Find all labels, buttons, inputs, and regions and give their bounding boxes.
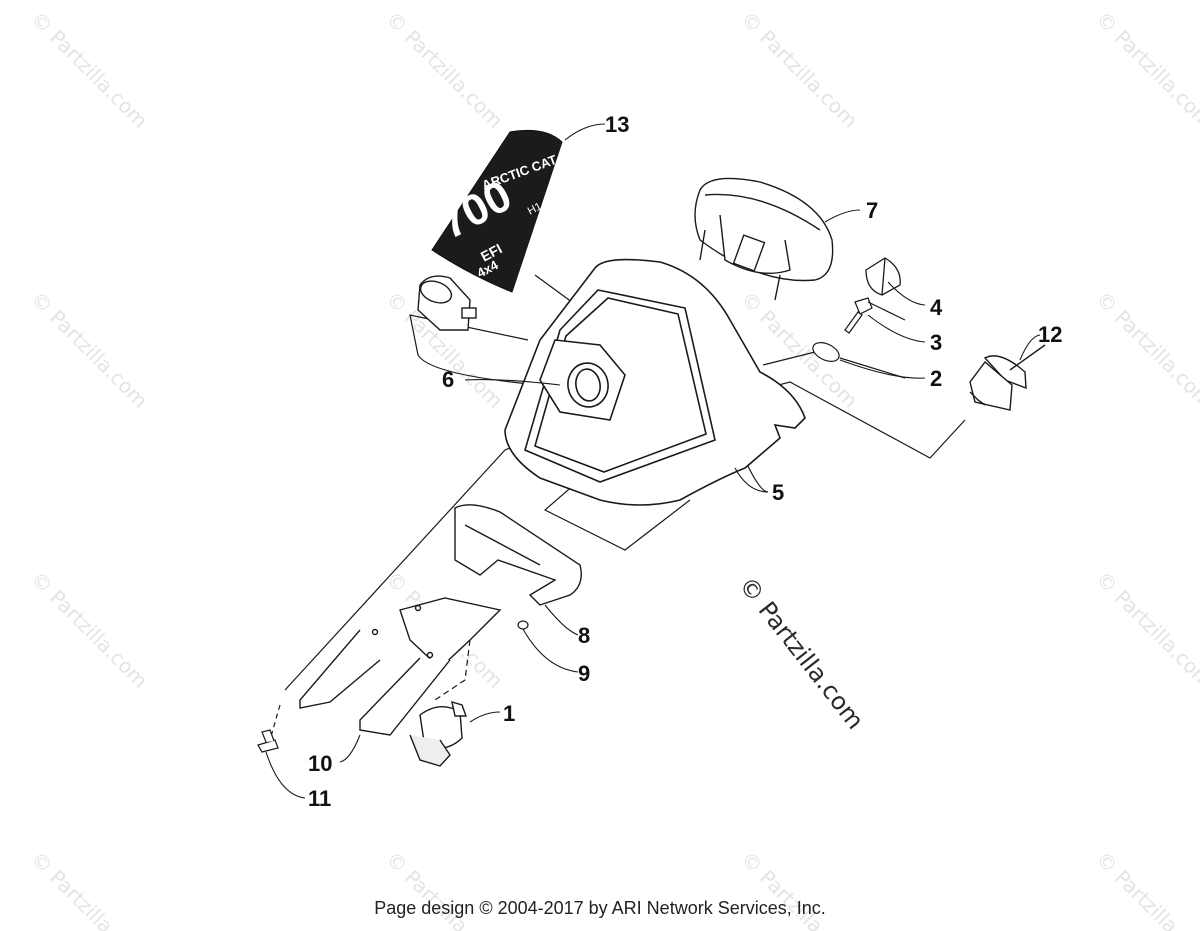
callout-3: 3 xyxy=(930,330,942,355)
decal-sup: H1 xyxy=(526,200,544,217)
leader-label-11 xyxy=(265,751,306,799)
leader-label-12 xyxy=(1019,334,1041,361)
watermark: © Partzilla.com xyxy=(26,567,152,693)
leader-label-2 xyxy=(839,359,926,379)
callout-7: 7 xyxy=(866,198,878,223)
part-5-housing xyxy=(504,258,806,506)
part-7-gauge xyxy=(694,177,834,301)
leader-label-3 xyxy=(867,314,926,343)
page-footer: Page design © 2004-2017 by ARI Network S… xyxy=(374,898,826,918)
watermark: © Partzilla.com xyxy=(1091,287,1200,413)
callout-13: 13 xyxy=(605,112,629,137)
watermark: © Partzilla.com xyxy=(381,7,507,133)
watermark: © Partzilla.com xyxy=(26,7,152,133)
callout-1: 1 xyxy=(503,701,515,726)
callout-6: 6 xyxy=(442,367,454,392)
label-leaders xyxy=(265,123,1041,799)
leader-label-4 xyxy=(887,281,926,306)
leader-label-1 xyxy=(469,711,501,723)
part-12-switch xyxy=(969,344,1046,411)
callouts: 13 7 4 3 2 12 5 6 8 9 1 10 11 xyxy=(308,112,1062,811)
part-6-socket xyxy=(417,275,477,331)
guide-2 xyxy=(762,351,816,366)
part-1-ignition xyxy=(409,700,467,767)
callout-4: 4 xyxy=(930,295,943,320)
watermark: © Partzilla.com xyxy=(1091,7,1200,133)
watermark: © Partzilla.com xyxy=(1091,567,1200,693)
callout-12: 12 xyxy=(1038,322,1062,347)
guide-dash-1 xyxy=(434,639,471,701)
watermark-center: © Partzilla.com xyxy=(733,571,869,734)
leader-6 xyxy=(409,314,541,386)
part-13-decal: ARCTIC CAT 700 H1 EFI 4x4 xyxy=(431,129,563,293)
part-10-bracket xyxy=(299,597,502,736)
callout-11: 11 xyxy=(308,786,331,811)
part-2-washer xyxy=(812,342,906,379)
part-8-plate xyxy=(454,504,582,606)
callout-9: 9 xyxy=(578,661,590,686)
callout-2: 2 xyxy=(930,366,942,391)
callout-8: 8 xyxy=(578,623,590,648)
leader-label-7 xyxy=(824,209,861,223)
leader-label-10 xyxy=(339,734,361,763)
callout-5: 5 xyxy=(772,480,784,505)
part-3-key xyxy=(844,297,906,334)
leader-label-6 xyxy=(464,379,561,386)
part-9-nut xyxy=(517,620,529,630)
watermark: © Partzilla.com xyxy=(26,287,152,413)
leader-label-9 xyxy=(522,628,579,673)
watermark: © Partzilla.com xyxy=(736,7,862,133)
part-11-screw xyxy=(257,729,279,753)
leader-label-13 xyxy=(564,123,606,141)
leader-label-5 xyxy=(734,467,769,493)
leader-label-8 xyxy=(544,604,579,636)
callout-10: 10 xyxy=(308,751,332,776)
